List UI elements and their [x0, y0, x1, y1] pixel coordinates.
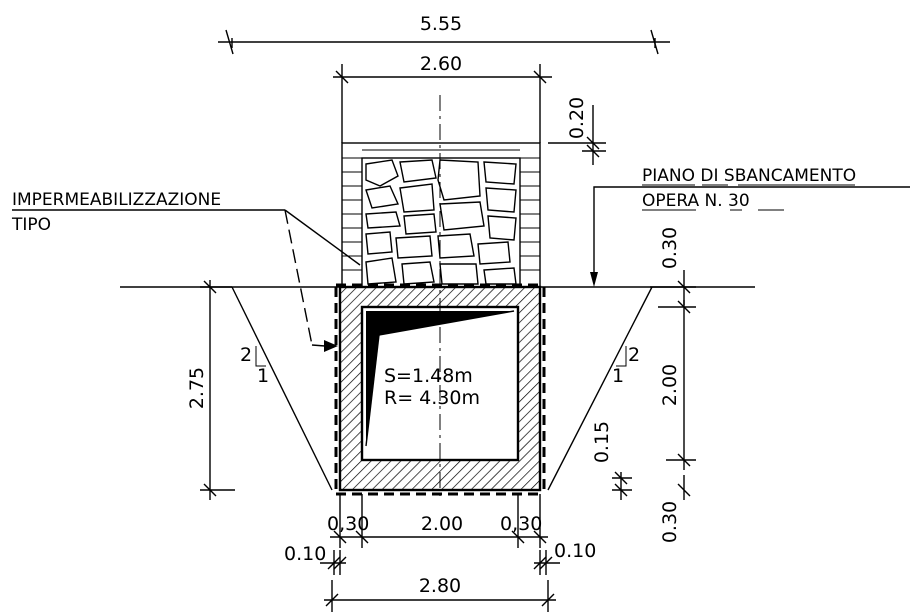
- dim-offsets: [320, 550, 560, 575]
- dim-cap: [548, 105, 606, 165]
- dim-right-offset-text: 0.10: [554, 540, 596, 562]
- waterproofing-leader: [12, 209, 361, 352]
- dim-top-overall-text: 5.55: [420, 13, 462, 35]
- waterproofing-label-2: TIPO: [11, 215, 51, 235]
- dim-bottom-slab: [677, 475, 691, 500]
- dim-inner-width-text: 2.00: [421, 513, 463, 535]
- dim-bottom-parts: [330, 494, 548, 548]
- excavation-leader: [590, 186, 910, 287]
- left-slope-mark: 2 1: [240, 344, 269, 387]
- dim-base-width: [324, 580, 556, 612]
- excavation-label-1: PIANO DI SBANCAMENTO: [642, 166, 856, 186]
- left-slope-line: [231, 286, 333, 491]
- waterproofing-label-1: IMPERMEABILIZZAZIONE: [12, 190, 221, 210]
- dim-inner-height: [658, 300, 696, 470]
- dim-total-depth-text: 2.75: [186, 367, 208, 409]
- right-slope-den: 1: [612, 365, 624, 387]
- right-slope-num: 2: [628, 344, 640, 366]
- dim-fill-height: [650, 270, 696, 305]
- excavation-label-2: OPERA N. 30: [642, 191, 750, 211]
- dim-fill-height-text: 0.30: [659, 227, 681, 269]
- excavation-underlines: [642, 184, 855, 211]
- dim-top-overall: [218, 29, 670, 55]
- dim-left-wall-text: 0,30: [327, 513, 369, 535]
- left-slope-num: 2: [240, 344, 252, 366]
- section-area: S=1.48m: [384, 365, 473, 387]
- dim-inner-height-text: 2.00: [659, 364, 681, 406]
- right-slope-mark: 2 1: [612, 344, 640, 387]
- dim-left-offset-text: 0.10: [284, 543, 326, 565]
- dim-top-wall-text: 2.60: [420, 53, 462, 75]
- dim-right-wall-text: 0,30: [500, 513, 542, 535]
- box-culvert: [338, 285, 542, 492]
- dim-top-wall: [333, 64, 552, 143]
- dim-cap-text: 0.20: [566, 97, 588, 139]
- right-slope-line: [547, 286, 653, 491]
- dim-base-width-text: 2.80: [419, 575, 461, 597]
- left-slope-den: 1: [257, 365, 269, 387]
- section-radius: R= 4.30m: [384, 387, 480, 409]
- water-section-fill: [366, 311, 514, 446]
- dim-chamfer: [612, 471, 632, 500]
- dim-total-depth: [200, 280, 235, 500]
- stone-wall: [341, 142, 541, 288]
- dim-chamfer-text: 0.15: [591, 421, 613, 463]
- dim-bottom-slab-text: 0.30: [659, 501, 681, 543]
